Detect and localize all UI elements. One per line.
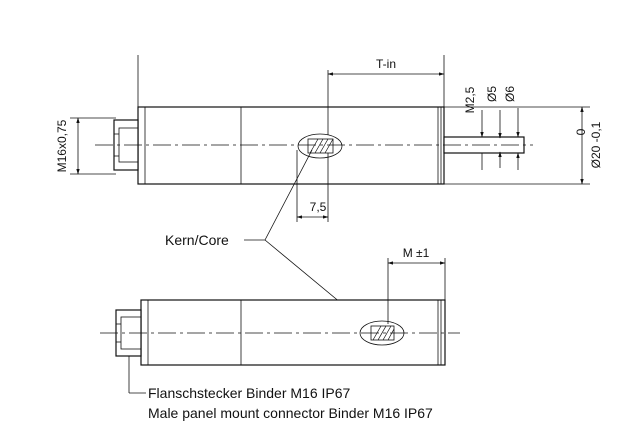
dim-d5: Ø5 [485,86,499,102]
bottom-sensor-body [140,299,446,366]
bottom-view: M ±1 [100,246,460,394]
dim-d6: Ø6 [503,86,517,102]
top-core [307,138,334,154]
dim-m16: M16x0,75 [55,119,69,172]
bottom-core [370,325,395,341]
dim-d20: Ø20 -0,1 [589,121,603,168]
top-core-window [297,133,343,159]
top-sensor-body [137,106,445,185]
label-core: Kern/Core [165,232,229,248]
dim-m2-5: M2,5 [463,86,477,113]
leader-top [264,149,313,241]
dim-zero: 0 [574,128,588,135]
dim-t-in: T-in [376,57,396,71]
bottom-core-window [359,320,405,346]
dim-7-5: 7,5 [310,200,327,214]
label-connector-en: Male panel mount connector Binder M16 IP… [148,405,433,421]
top-view: M16x0,75 T-in 7,5 M2,5 Ø5 Ø6 0 Ø20 -0,1 [55,55,603,222]
dim-m-pm1: M ±1 [403,246,430,260]
label-connector-de: Flanschstecker Binder M16 IP67 [148,385,351,401]
